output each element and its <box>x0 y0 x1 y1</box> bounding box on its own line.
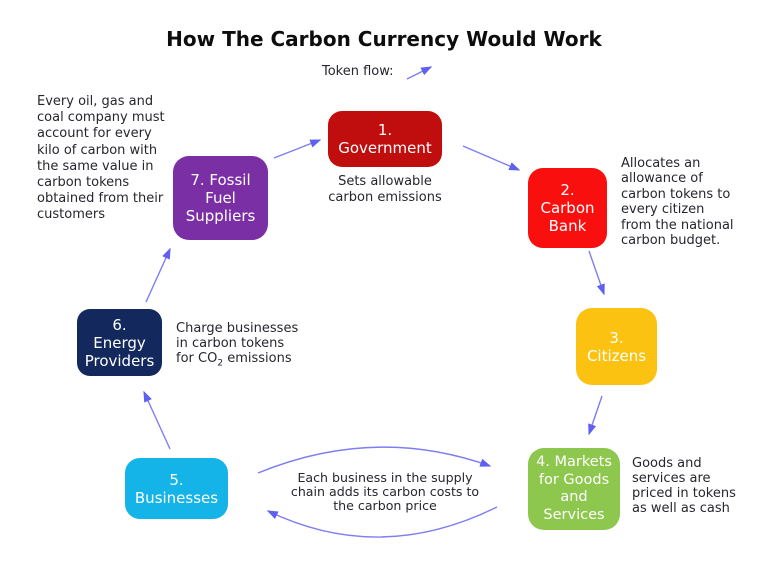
node-businesses-label: 5. Businesses <box>134 470 219 507</box>
node-businesses: 5. Businesses <box>125 458 228 519</box>
node-government: 1. Government <box>328 111 442 167</box>
node-carbon-bank: 2. Carbon Bank <box>528 168 607 248</box>
note-energy-line2: in carbon tokens <box>176 336 285 352</box>
note-government: Sets allowable carbon emissions <box>328 174 442 206</box>
co2-subscript: 2 <box>217 359 224 369</box>
node-fossil: 7. Fossil Fuel Suppliers <box>173 156 268 240</box>
note-markets: Goods and services are priced in tokens … <box>632 456 736 516</box>
node-markets: 4. Markets for Goods and Services <box>528 448 620 530</box>
note-energy-line3: for CO2 emissions <box>176 351 292 369</box>
arrow-fossil-to-government <box>273 139 322 159</box>
node-citizens-label: 3. Citizens <box>586 328 647 365</box>
node-energy: 6. Energy Providers <box>77 309 162 376</box>
token-flow-legend-label: Token flow: <box>322 64 394 79</box>
arrow-businesses-to-energy <box>143 390 171 450</box>
note-supply-chain: Each business in the supply chain adds i… <box>290 470 480 513</box>
arrow-government-to-carbon-bank <box>462 145 521 171</box>
node-government-label: 1. Government <box>338 121 432 157</box>
note-carbon-bank: Allocates an allowance of carbon tokens … <box>621 156 734 249</box>
arrow-energy-to-fossil <box>145 247 171 303</box>
node-citizens: 3. Citizens <box>576 308 657 385</box>
node-carbon-bank-label: 2. Carbon Bank <box>540 181 595 235</box>
page-title: How The Carbon Currency Would Work <box>166 27 602 51</box>
node-fossil-label: 7. Fossil Fuel Suppliers <box>185 171 256 225</box>
node-energy-label: 6. Energy Providers <box>84 315 155 370</box>
note-energy-providers: Charge businesses in carbon tokens for C… <box>176 321 311 372</box>
arrow-carbon-bank-to-citizens <box>588 250 605 296</box>
legend-arrow-icon <box>406 66 433 80</box>
arrow-citizens-to-markets <box>588 395 603 436</box>
note-fossil-suppliers: Every oil, gas and coal company must acc… <box>37 94 165 223</box>
note-energy-line1: Charge businesses <box>176 321 299 336</box>
node-markets-label: 4. Markets for Goods and Services <box>536 454 612 523</box>
